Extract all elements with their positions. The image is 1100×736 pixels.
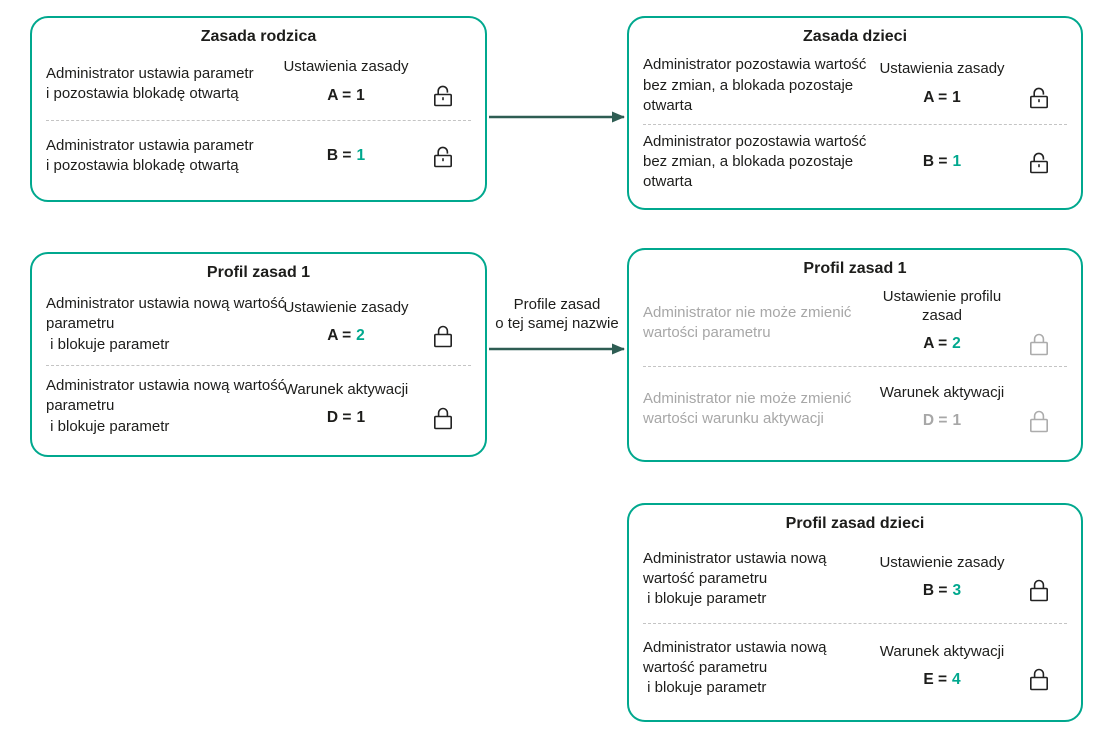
box-rows: Administrator pozostawia wartość bez zmi… <box>643 48 1067 200</box>
box-title: Profil zasad 1 <box>206 264 311 281</box>
row-value-area: B =1 <box>275 143 471 170</box>
policy-box-child-profile: Profil zasad dzieci Administrator ustawi… <box>627 503 1083 722</box>
row-description: Administrator pozostawia wartość bez zmi… <box>643 56 867 114</box>
row-value-area: Warunek aktywacji E =4 <box>871 643 1067 694</box>
param-label: E = <box>923 670 948 688</box>
policy-row: Administrator ustawia nową wartość param… <box>643 623 1067 712</box>
param-label: A = <box>327 327 352 345</box>
closed-lock-icon <box>417 405 469 432</box>
box-title: Zasada dzieci <box>802 28 908 45</box>
row-value-area: Ustawienie zasady B =3 <box>871 554 1067 605</box>
param-value: D =1 <box>275 409 417 427</box>
box-title: Profil zasad dzieci <box>785 515 925 532</box>
row-description: Administrator ustawia nową wartość param… <box>643 638 827 697</box>
param-label: A = <box>327 86 352 104</box>
policy-row: Administrator pozostawia wartość bez zmi… <box>643 123 1067 201</box>
policy-row: Administrator ustawia parametr i pozosta… <box>46 48 471 120</box>
param-number: 1 <box>356 147 366 165</box>
row-value-area: Warunek aktywacji D =1 <box>871 384 1067 435</box>
row-value-area: Ustawienia zasady A =1 <box>871 60 1067 111</box>
row-description: Administrator ustawia parametr i pozosta… <box>46 137 254 175</box>
param-label: A = <box>923 335 948 352</box>
policy-box-profile1: Profil zasad 1 Administrator ustawia now… <box>30 252 487 457</box>
param-value: D =1 <box>871 412 1013 430</box>
section-label: Warunek aktywacji <box>879 642 1005 660</box>
box-rows: Administrator ustawia nową wartość param… <box>46 284 471 447</box>
param-value: A =2 <box>275 327 417 345</box>
policy-row: Administrator ustawia nową wartość param… <box>46 284 471 365</box>
param-label: B = <box>326 147 352 165</box>
box-title: Zasada rodzica <box>200 28 317 45</box>
row-description: Administrator ustawia nową wartość param… <box>46 295 286 353</box>
param-value: A =2 <box>871 335 1013 353</box>
policy-row: Administrator nie może zmienić wartości … <box>643 280 1067 366</box>
section-label: Ustawienia zasady <box>283 58 409 76</box>
param-number: 1 <box>356 409 366 427</box>
policy-box-profile1-child: Profil zasad 1 Administrator nie może zm… <box>627 248 1083 462</box>
row-value-area: Ustawienie zasady A =2 <box>275 299 471 350</box>
param-value: B =1 <box>275 147 417 165</box>
row-description: Administrator nie może zmienić wartości … <box>643 303 852 341</box>
param-value: E =4 <box>871 671 1013 689</box>
box-rows: Administrator ustawia nową wartość param… <box>643 535 1067 712</box>
row-description: Administrator pozostawia wartość bez zmi… <box>643 132 867 191</box>
row-description: Administrator nie może zmienić wartości … <box>643 390 852 428</box>
param-label: A = <box>923 88 948 106</box>
row-description: Administrator ustawia parametr i pozosta… <box>46 64 254 102</box>
closed-lock-icon <box>1013 666 1065 693</box>
param-number: 4 <box>952 670 961 688</box>
closed-lock-icon <box>417 323 469 350</box>
param-number: 1 <box>952 153 962 171</box>
param-label: B = <box>922 581 948 599</box>
section-label: Ustawienie profilu zasad <box>882 288 1002 324</box>
policy-row: Administrator pozostawia wartość bez zmi… <box>643 48 1067 124</box>
open-lock-icon <box>1013 84 1065 111</box>
param-number: 2 <box>952 335 961 352</box>
param-value: B =1 <box>871 153 1013 171</box>
closed-lock-icon <box>1013 577 1065 604</box>
closed-lock-icon <box>1013 331 1065 358</box>
section-label: Warunek aktywacji <box>283 381 409 399</box>
row-value-area: Ustawienia zasady A =1 <box>275 58 471 109</box>
row-value-area: B =1 <box>871 149 1067 176</box>
section-label: Ustawienia zasady <box>879 60 1005 78</box>
param-value: A =1 <box>275 87 417 105</box>
box-rows: Administrator nie może zmienić wartości … <box>643 280 1067 452</box>
param-value: B =3 <box>871 582 1013 600</box>
box-title: Profil zasad 1 <box>803 260 907 277</box>
open-lock-icon <box>1013 149 1065 176</box>
open-lock-icon <box>417 143 469 170</box>
row-value-area: Warunek aktywacji D =1 <box>275 381 471 432</box>
param-label: B = <box>922 153 948 171</box>
section-label: Warunek aktywacji <box>879 383 1005 401</box>
param-number: 1 <box>356 86 365 104</box>
row-description: Administrator ustawia nową wartość param… <box>643 549 827 608</box>
closed-lock-icon <box>1013 408 1065 435</box>
param-label: D = <box>326 409 352 427</box>
policy-row: Administrator ustawia parametr i pozosta… <box>46 119 471 193</box>
arrow-label: Profile zasad o tej samej nazwie <box>495 296 619 332</box>
row-value-area: Ustawienie profilu zasad A =2 <box>871 288 1067 358</box>
section-label: Ustawienie zasady <box>283 299 409 317</box>
param-number: 1 <box>952 412 962 430</box>
row-description: Administrator ustawia nową wartość param… <box>46 377 286 435</box>
param-number: 1 <box>952 88 961 106</box>
param-number: 2 <box>356 327 365 345</box>
policy-row: Administrator nie może zmienić wartości … <box>643 365 1067 453</box>
policy-row: Administrator ustawia nową wartość param… <box>643 535 1067 623</box>
policy-row: Administrator ustawia nową wartość param… <box>46 365 471 447</box>
box-rows: Administrator ustawia parametr i pozosta… <box>46 48 471 192</box>
section-label: Ustawienie zasady <box>879 553 1005 571</box>
param-label: D = <box>922 412 948 430</box>
param-number: 3 <box>952 581 962 599</box>
open-lock-icon <box>417 82 469 109</box>
param-value: A =1 <box>871 89 1013 107</box>
policy-box-parent: Zasada rodzica Administrator ustawia par… <box>30 16 487 202</box>
policy-box-child: Zasada dzieci Administrator pozostawia w… <box>627 16 1083 210</box>
